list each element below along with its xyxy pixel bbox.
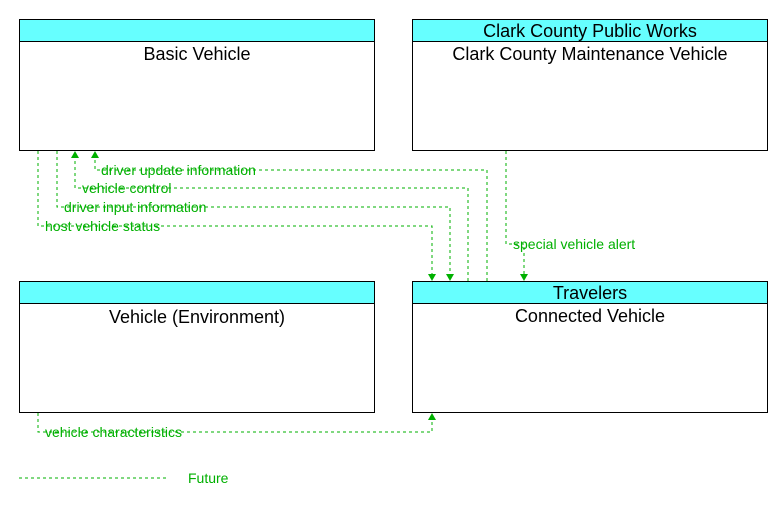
label-driver-input: driver input information <box>64 199 206 215</box>
label-special-alert: special vehicle alert <box>513 236 635 252</box>
flow-line-driver-input <box>56 151 451 277</box>
arrow-driver-update <box>91 151 99 158</box>
arrow-host-status <box>428 274 436 281</box>
connected-vehicle-header <box>413 282 767 304</box>
legend-future-label: Future <box>188 470 229 486</box>
flow-line-driver-update <box>94 155 488 281</box>
arrow-vehicle-control <box>71 151 79 158</box>
flow-line-special-alert <box>505 151 525 277</box>
connected-vehicle-title: Connected Vehicle <box>514 306 666 326</box>
maintenance-vehicle-owner: Clark County Public Works <box>483 21 697 41</box>
environment-node[interactable]: Vehicle (Environment) <box>19 281 375 413</box>
label-vehicle-control: vehicle control <box>82 180 172 196</box>
arrow-special-alert <box>520 274 528 281</box>
label-driver-update: driver update information <box>101 162 256 178</box>
basic-vehicle-header <box>20 20 374 42</box>
label-vehicle-char: vehicle characteristics <box>45 424 182 440</box>
flow-line-host-status <box>37 151 433 277</box>
arrow-vehicle-char <box>428 413 436 420</box>
connected-vehicle-node[interactable]: Travelers Connected Vehicle <box>412 281 768 413</box>
flow-line-vehicle-char <box>37 413 433 433</box>
connected-vehicle-owner: Travelers <box>552 283 628 303</box>
basic-vehicle-node[interactable]: Basic Vehicle <box>19 19 375 151</box>
basic-vehicle-title: Basic Vehicle <box>143 44 251 64</box>
maintenance-vehicle-node[interactable]: Clark County Public Works Clark County M… <box>412 19 768 151</box>
environment-title: Vehicle (Environment) <box>108 307 286 327</box>
arrow-driver-input <box>446 274 454 281</box>
maintenance-vehicle-header <box>413 20 767 42</box>
maintenance-vehicle-title: Clark County Maintenance Vehicle <box>452 44 728 64</box>
environment-header <box>20 282 374 304</box>
label-host-status: host vehicle status <box>45 218 160 234</box>
flow-line-vehicle-control <box>74 155 469 281</box>
